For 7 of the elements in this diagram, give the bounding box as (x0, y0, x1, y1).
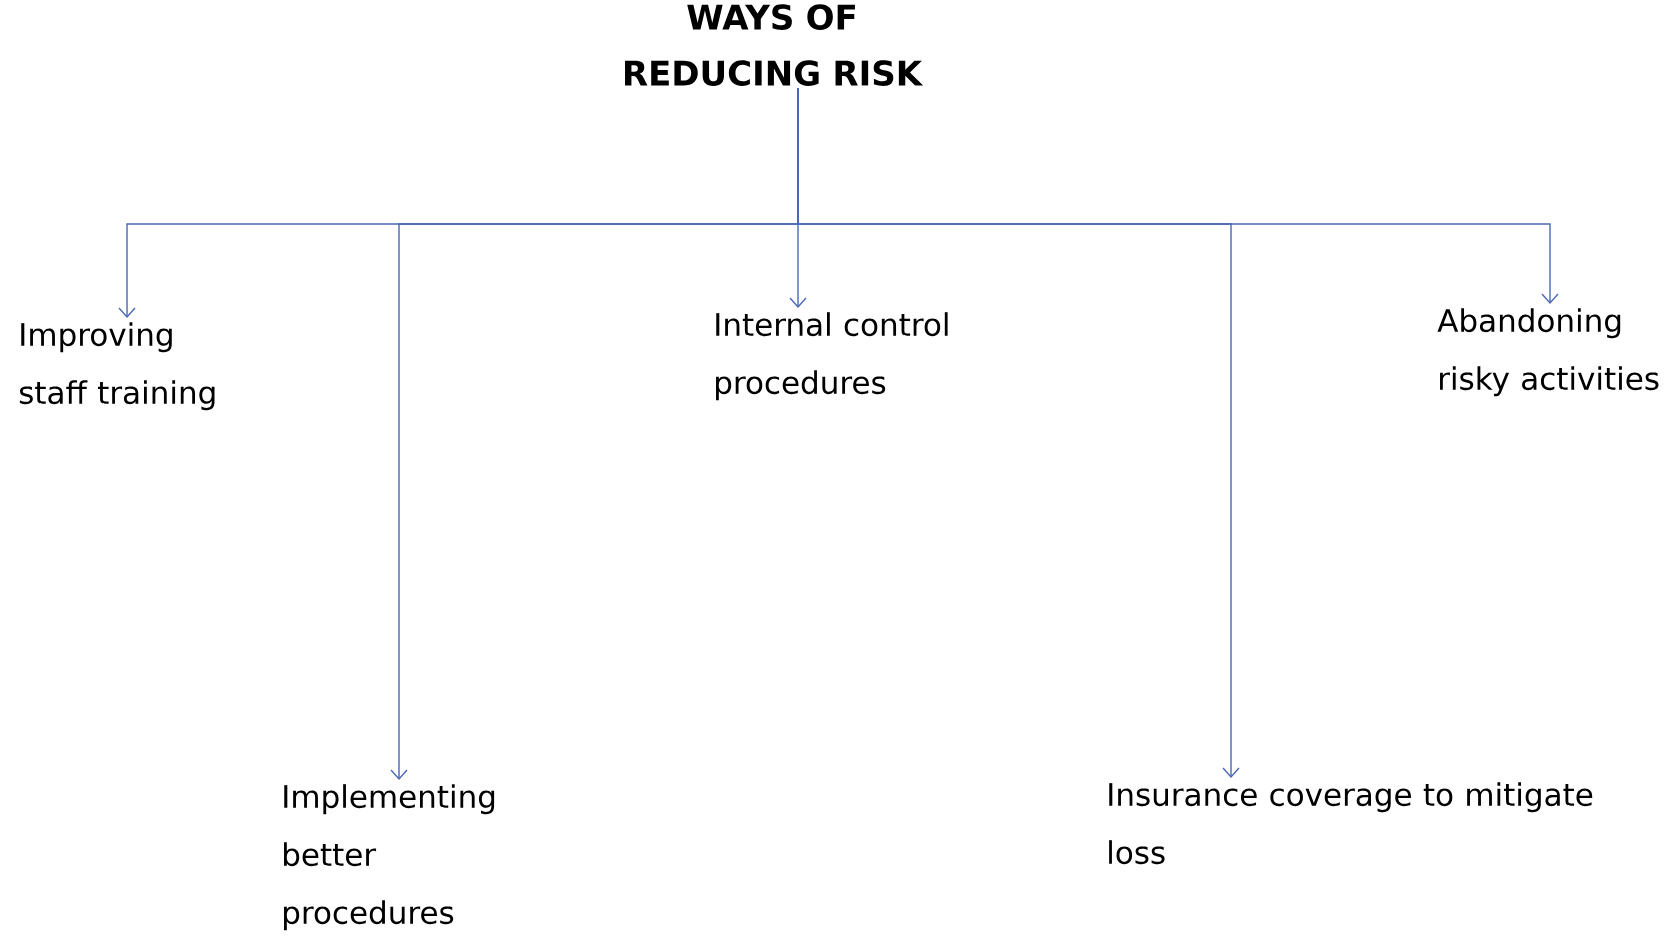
branch-label: Internal control procedures (716, 312, 948, 401)
branch-label: Implementing better procedures (284, 784, 495, 931)
branch-label: Abandoning risky activities (1437, 308, 1659, 397)
title: WAYS OF REDUCING RISK (625, 4, 924, 86)
branch-label: Insurance coverage to mitigate loss (1109, 782, 1593, 865)
arrow (797, 87, 1559, 304)
branch-label: Improving staff training (19, 322, 215, 411)
